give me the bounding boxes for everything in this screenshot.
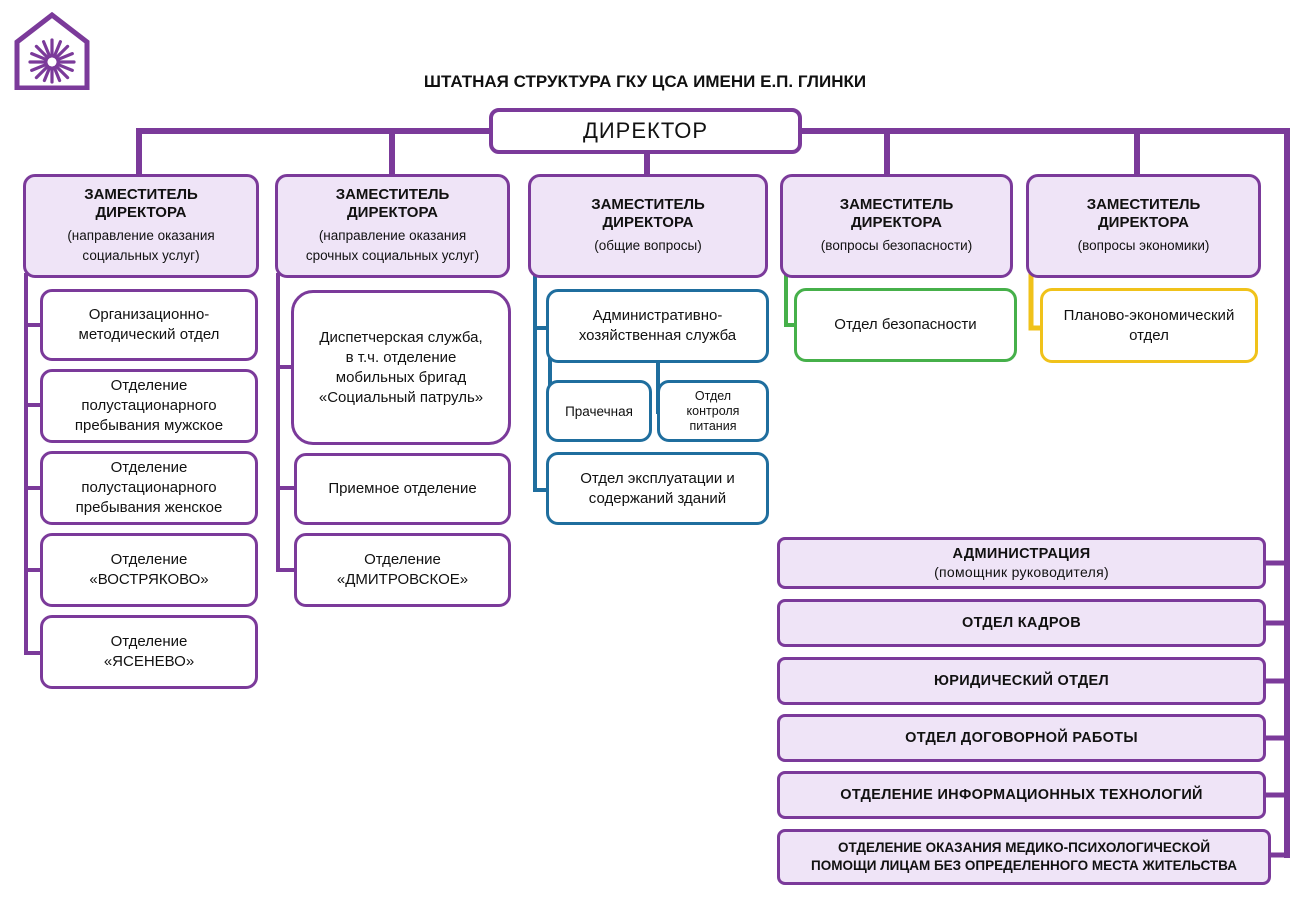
dept-vostryakovo: Отделение «ВОСТРЯКОВО» [40,533,258,607]
dept-semi-stationary-male: Отделение полустационарного пребывания м… [40,369,258,443]
dept-label: Организационно- [88,306,210,323]
dept-label: «ДМИТРОВСКОЕ» [336,571,469,588]
deputy-area: социальных услуг) [82,248,200,263]
dept-label: Отдел безопасности [834,316,977,333]
deputy-title-line1: ЗАМЕСТИТЕЛЬ [335,186,450,203]
dept-label: Приемное отделение [328,480,477,497]
deputy-box-social-services: ЗАМЕСТИТЕЛЬ ДИРЕКТОРА (направление оказа… [23,174,259,278]
dept-label: содержаний зданий [588,489,727,507]
dept-it: ОТДЕЛЕНИЕ ИНФОРМАЦИОННЫХ ТЕХНОЛОГИЙ [777,771,1266,819]
dept-label: АДМИНИСТРАЦИЯ [952,546,1091,562]
deputy-area: (вопросы экономики) [1077,238,1210,253]
dept-label: пребывания мужское [74,417,224,434]
dept-label: методический отдел [78,326,220,343]
dept-laundry: Прачечная [546,380,652,442]
dept-label: питания [689,418,737,433]
deputy-area: (направление оказания [318,228,467,243]
dept-label: Планово-экономический [1063,306,1235,324]
dept-label: Административно- [592,307,723,324]
dept-label: «ЯСЕНЕВО» [103,653,195,670]
dept-dmitrovskoe: Отделение «ДМИТРОВСКОЕ» [294,533,511,607]
deputy-box-economics: ЗАМЕСТИТЕЛЬ ДИРЕКТОРА (вопросы экономики… [1026,174,1261,278]
dept-label: Отделение [110,633,188,650]
dept-label: Отделение [110,377,188,394]
dept-label: «ВОСТРЯКОВО» [89,571,209,588]
dept-reception: Приемное отделение [294,453,511,525]
deputy-box-urgent-social-services: ЗАМЕСТИТЕЛЬ ДИРЕКТОРА (направление оказа… [275,174,510,278]
logo-icon [14,12,90,90]
deputy-area: (вопросы безопасности) [820,238,973,253]
dept-label: Отделение [110,459,188,476]
dept-label: отдел [1129,326,1169,344]
dept-label: хозяйственная служба [578,327,737,344]
dept-label: в т.ч. отделение [345,348,457,366]
dept-label: ОТДЕЛ ДОГОВОРНОЙ РАБОТЫ [905,730,1138,746]
dept-label: Отделение [110,551,188,568]
chart-title: ШТАТНАЯ СТРУКТУРА ГКУ ЦСА ИМЕНИ Е.П. ГЛИ… [423,72,867,91]
dept-yasenevo: Отделение «ЯСЕНЕВО» [40,615,258,689]
dept-food-control: Отдел контроля питания [657,380,769,442]
dept-label: Прачечная [565,403,633,419]
deputy-box-security: ЗАМЕСТИТЕЛЬ ДИРЕКТОРА (вопросы безопасно… [780,174,1013,278]
deputy-title-line1: ЗАМЕСТИТЕЛЬ [1086,196,1201,213]
deputy-title-line1: ЗАМЕСТИТЕЛЬ [84,186,198,203]
dept-semi-stationary-female: Отделение полустационарного пребывания ж… [40,451,258,525]
director-box: ДИРЕКТОР [489,108,802,154]
dept-label: полустационарного [81,479,217,496]
deputy-area: срочных социальных услуг) [305,248,480,263]
dept-buildings-maintenance: Отдел эксплуатации и содержаний зданий [546,452,769,525]
dept-label: ОТДЕЛЕНИЕ ОКАЗАНИЯ МЕДИКО-ПСИХОЛОГИЧЕСКО… [837,840,1211,855]
deputy-box-general: ЗАМЕСТИТЕЛЬ ДИРЕКТОРА (общие вопросы) [528,174,768,278]
dept-label: Отдел [694,388,732,403]
dept-planning-economic: Планово-экономический отдел [1040,288,1258,363]
deputy-title-line2: ДИРЕКТОРА [1098,214,1189,231]
dept-legal: ЮРИДИЧЕСКИЙ ОТДЕЛ [777,657,1266,705]
dept-label: полустационарного [81,397,217,414]
deputy-title-line2: ДИРЕКТОРА [347,204,438,221]
dept-label: пребывания женское [75,499,223,516]
dept-label: «Социальный патруль» [318,388,484,406]
dept-label: ОТДЕЛ КАДРОВ [962,615,1081,631]
dept-label: ПОМОЩИ ЛИЦАМ БЕЗ ОПРЕДЕЛЕННОГО МЕСТА ЖИТ… [811,858,1237,873]
deputy-title-line1: ЗАМЕСТИТЕЛЬ [591,196,705,213]
dept-label: мобильных бригад [335,368,467,386]
dept-medical-psychological: ОТДЕЛЕНИЕ ОКАЗАНИЯ МЕДИКО-ПСИХОЛОГИЧЕСКО… [777,829,1271,885]
deputy-title-line2: ДИРЕКТОРА [851,214,942,231]
dept-dispatch-service: Диспетчерская служба, в т.ч. отделение м… [291,290,511,445]
deputy-title-line2: ДИРЕКТОРА [95,204,187,221]
dept-label: Отделение [364,551,441,568]
dept-label: Диспетчерская служба, [319,328,483,346]
dept-hr: ОТДЕЛ КАДРОВ [777,599,1266,647]
dept-label: ЮРИДИЧЕСКИЙ ОТДЕЛ [934,673,1109,689]
dept-security: Отдел безопасности [794,288,1017,362]
dept-admin-economic-service: Административно- хозяйственная служба [546,289,769,363]
dept-label: контроля [686,403,740,418]
deputy-title-line2: ДИРЕКТОРА [602,214,694,231]
dept-sublabel: (помощник руководителя) [934,564,1109,580]
deputy-title-line1: ЗАМЕСТИТЕЛЬ [839,196,954,213]
deputy-area: (общие вопросы) [594,238,702,253]
dept-org-methodical: Организационно- методический отдел [40,289,258,361]
dept-label: ОТДЕЛЕНИЕ ИНФОРМАЦИОННЫХ ТЕХНОЛОГИЙ [840,787,1203,803]
dept-administration: АДМИНИСТРАЦИЯ (помощник руководителя) [777,537,1266,589]
dept-contracts: ОТДЕЛ ДОГОВОРНОЙ РАБОТЫ [777,714,1266,762]
dept-label: Отдел эксплуатации и [580,469,735,487]
deputy-area: (направление оказания [67,228,215,243]
